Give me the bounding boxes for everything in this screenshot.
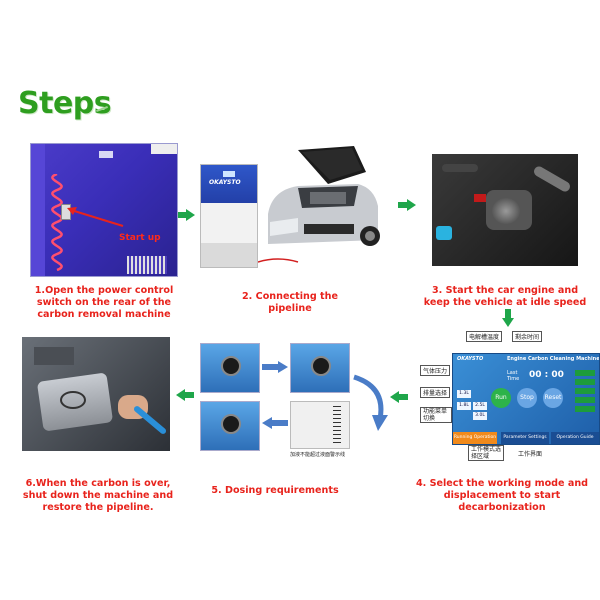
- step1-caption: 1.Open the power control switch on the r…: [34, 285, 174, 320]
- step1-image: Start up: [30, 143, 178, 277]
- step4-tab-parameter[interactable]: Parameter Settings: [501, 432, 549, 444]
- step1-corner: [151, 144, 177, 154]
- step4-time-label: Last Time: [507, 370, 520, 382]
- step4-time-value: 00 : 00: [529, 370, 564, 380]
- step1-start-up-label: Start up: [119, 233, 161, 243]
- step2-machine-base: [201, 243, 257, 267]
- step2-machine-brand: OKAYSTO: [209, 179, 241, 186]
- step5-photo-1: [200, 343, 260, 393]
- step1-red-pointer: [67, 207, 124, 227]
- step1-panel-line: [31, 144, 45, 276]
- step3-red-part: [474, 194, 486, 202]
- page-title: Steps: [18, 86, 112, 121]
- step5-photo-3: [200, 401, 260, 451]
- step4-tab-running[interactable]: Running Operation: [453, 432, 497, 444]
- step4-note-work: 工作模式选择区域: [468, 445, 504, 461]
- step4-screen: OKAYSTO Engine Carbon Cleaning Machine L…: [452, 353, 600, 445]
- step4-caption: 4. Select the working mode and displacem…: [415, 478, 589, 513]
- step5-gauge-photo: [290, 401, 350, 449]
- step2-machine: OKAYSTO: [200, 164, 258, 268]
- step4-screen-header: Engine Carbon Cleaning Machine: [507, 356, 600, 362]
- step4-stop-button[interactable]: Stop: [517, 388, 537, 408]
- step2-car: [258, 146, 380, 263]
- step6-fuse-box: [34, 347, 74, 365]
- step4-disp-1-3[interactable]: 1.3L: [457, 390, 471, 398]
- step4-run-button[interactable]: Run: [491, 388, 511, 408]
- step3-image: [432, 154, 578, 266]
- step4-note-gas: 气体压力: [420, 365, 451, 376]
- step5-cap-3: [221, 414, 241, 434]
- step3-coolant-cap: [436, 226, 452, 240]
- step4-note-disp: 排量选择: [420, 387, 451, 398]
- step5-caption: 5. Dosing requirements: [211, 485, 339, 496]
- step5-caption-bottom: 加液不能超过液面警示线: [290, 452, 346, 458]
- step5-cap-1: [221, 356, 241, 376]
- step4-disp-2-5[interactable]: 2.5L: [473, 402, 487, 410]
- step4-note-mode: 功能菜单切换: [420, 407, 452, 423]
- step1-coil-hose: [51, 174, 63, 272]
- step6-logo: [60, 391, 86, 409]
- step6-blue-hose: [132, 404, 168, 436]
- step5-image: 加液不能超过液面警示线: [200, 343, 390, 461]
- step4-screen-logo: OKAYSTO: [457, 356, 484, 362]
- step1-vent-grille: [127, 256, 167, 274]
- step2-caption: 2. Connecting the pipeline: [242, 291, 338, 314]
- step4-disp-1-8[interactable]: 1.8L: [457, 402, 471, 410]
- step4-tab-guide[interactable]: Operation Guide: [551, 432, 599, 444]
- step2-machine-screen: [223, 171, 235, 177]
- step6-image: [22, 337, 170, 451]
- step4-image: OKAYSTO Engine Carbon Cleaning Machine L…: [414, 327, 600, 461]
- step4-reset-button[interactable]: Reset: [543, 388, 563, 408]
- step4-note-remain: 剩余时间: [512, 331, 543, 342]
- step5-gauge-scale: [333, 406, 341, 444]
- step3-hose: [442, 164, 478, 172]
- step3-pipe: [532, 164, 572, 194]
- step5-arrow-left: [262, 417, 288, 429]
- step1-label-sticker: [99, 151, 113, 158]
- step5-cap-2: [311, 356, 331, 376]
- step4-side-buttons: [575, 370, 595, 414]
- step4-disp-3-0[interactable]: 3.0L: [473, 412, 487, 420]
- step4-note-temp: 电解槽温度: [466, 331, 503, 342]
- step5-arrow-right: [262, 361, 288, 373]
- step4-page-caption: 工作界面: [518, 451, 543, 458]
- step5-photo-2: [290, 343, 350, 393]
- step3-caption: 3. Start the car engine and keep the veh…: [423, 285, 587, 308]
- step5-curved-arrow: [353, 374, 388, 431]
- step2-image: OKAYSTO: [200, 140, 380, 268]
- step3-alternator: [492, 198, 520, 224]
- step6-caption: 6.When the carbon is over, shut down the…: [22, 478, 174, 513]
